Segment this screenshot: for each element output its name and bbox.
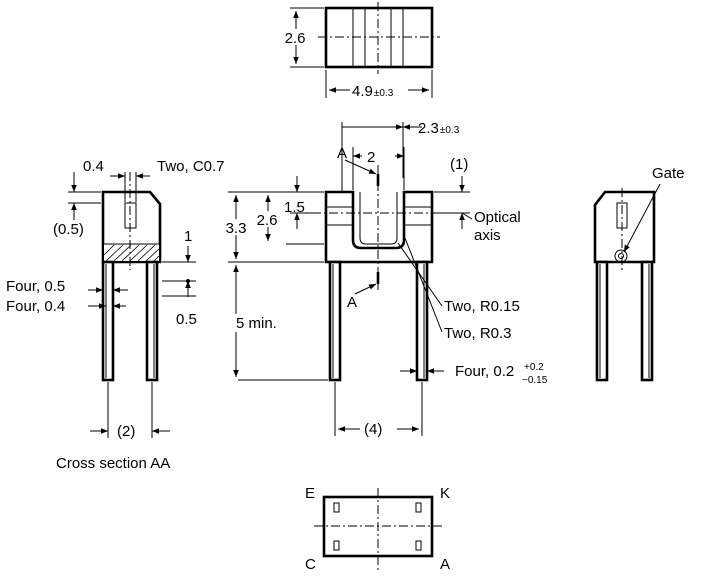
side-dim-04: 0.4 [83,158,104,175]
side-chamfer-label: Two, C0.7 [157,158,225,175]
side-lead-05: Four, 0.5 [6,278,65,295]
side-dim-1: 1 [184,228,192,245]
front-dim-33: 3.3 [226,220,247,237]
pin-label-c: C [305,556,316,573]
side-dim-05-paren: (0.5) [53,221,84,238]
front-dim-23: 2.3±0.3 [418,120,460,137]
front-dim-1-paren: (1) [450,156,468,173]
pin-pad-c [333,540,340,551]
gate-mark [614,249,628,263]
side-lead-right [145,260,159,382]
top-width-label: 4.9±0.3 [352,83,394,100]
front-view-body [324,190,434,264]
front-lead-tol-plus: +0.2 [524,362,544,373]
right-lead-left [595,260,609,382]
side-pitch: (2) [117,423,135,440]
radius-03-label: Two, R0.3 [444,325,512,342]
gate-label: Gate [652,165,685,182]
front-view: A A 2.3±0.3 2 (1) Optical axis 3.3 [223,120,548,438]
front-pitch: (4) [364,421,382,438]
side-lead-left [101,260,115,382]
axis-label: axis [474,227,501,244]
side-dim-05: 0.5 [176,311,197,328]
pin-label-e: E [305,485,315,502]
top-height-label: 2.6 [285,30,306,47]
bottom-view: E K C A [305,485,450,573]
front-dim-26: 2.6 [257,212,278,229]
front-lead-tol-minus: −0.15 [522,375,548,386]
side-lead-04: Four, 0.4 [6,298,65,315]
radius-015-label: Two, R0.15 [444,298,520,315]
front-dim-15: 1.5 [284,199,305,216]
right-view-body [593,190,656,264]
front-dim-2: 2 [367,149,375,166]
front-lead-thickness: Four, 0.2 [455,363,514,380]
side-view: 0.4 Two, C0.7 (0.5) 1 0.5 Four, 0.5 Four… [6,158,225,472]
pin-label-k: K [440,485,450,502]
front-lead-right [415,260,429,382]
pin-label-a: A [440,556,450,573]
front-lead-left [328,260,342,382]
top-view: 2.6 4.9±0.3 [283,2,440,100]
pin-pad-e [333,502,340,513]
front-lead-min: 5 min. [236,315,277,332]
section-mark-bottom: A [347,294,357,311]
right-lead-right [640,260,654,382]
cross-section-caption: Cross section AA [56,455,170,472]
optical-label: Optical [474,209,521,226]
pin-pad-k [415,502,422,513]
pin-pad-a [415,540,422,551]
right-view: Gate [593,165,685,382]
